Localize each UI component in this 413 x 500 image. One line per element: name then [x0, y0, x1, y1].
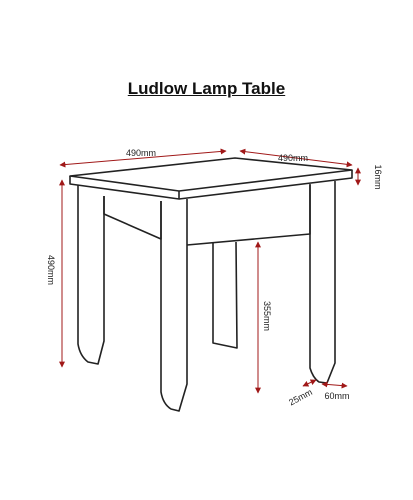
tabletop-right-edge [178, 170, 353, 200]
label-leg-width: 60mm [324, 391, 349, 401]
front-left-leg [77, 185, 105, 365]
dim-line-top-depth [239, 148, 353, 168]
dim-line-leg-width [321, 381, 348, 389]
back-left-leg [212, 241, 238, 349]
label-top-thickness: 16mm [373, 164, 383, 189]
left-apron [103, 196, 162, 240]
label-leg-depth: 25mm [287, 387, 314, 408]
label-leg-clearance: 355mm [262, 301, 272, 331]
dim-line-leg-depth [302, 379, 317, 387]
dim-line-top-width [59, 148, 227, 168]
label-overall-height: 490mm [46, 255, 56, 285]
front-corner-leg [160, 199, 188, 412]
dimension-lines [59, 148, 361, 394]
back-right-leg [309, 181, 336, 384]
right-apron [186, 185, 311, 246]
tabletop-front-edge [69, 176, 180, 200]
label-top-width: 490mm [126, 148, 156, 158]
product-title: Ludlow Lamp Table [127, 79, 286, 98]
label-top-depth: 490mm [278, 153, 308, 163]
table-drawing [69, 157, 353, 412]
